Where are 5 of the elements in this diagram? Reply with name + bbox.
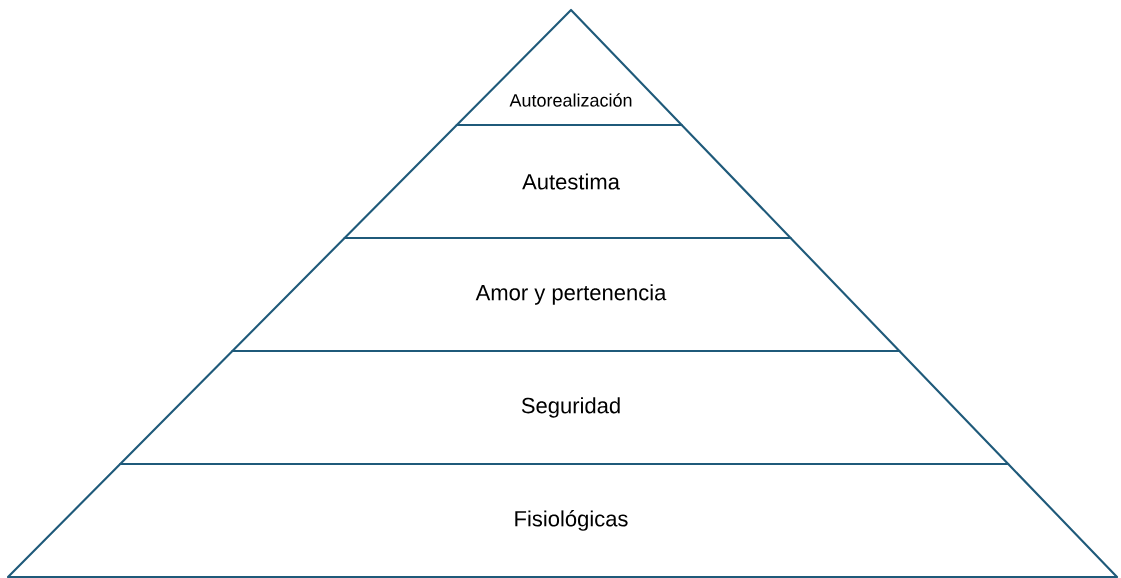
pyramid-level: Autestima <box>343 123 792 240</box>
pyramid-level: Seguridad <box>119 349 1010 466</box>
pyramid-level: Amor y pertenencia <box>231 236 901 353</box>
pyramid-level: Autorealización <box>455 8 683 127</box>
pyramid-level: Fisiológicas <box>6 462 1119 578</box>
